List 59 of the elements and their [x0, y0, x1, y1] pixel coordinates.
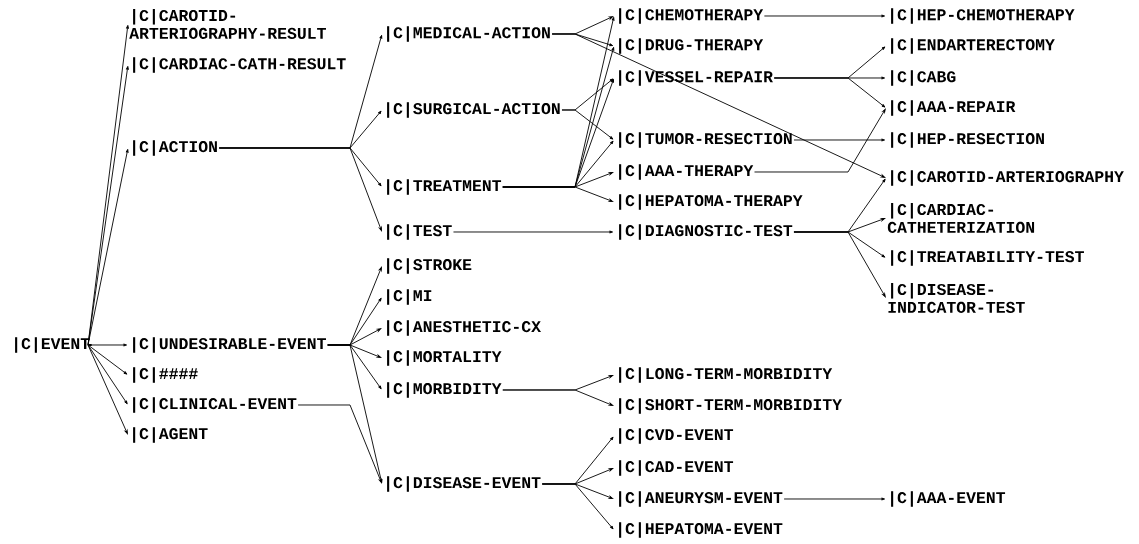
arrow — [793, 138, 886, 142]
arrow — [218, 147, 382, 232]
class-label: |C|CAROTID- ARTERIOGRAPHY-RESULT — [129, 9, 326, 39]
class-label: |C|SHORT-TERM-MORBIDITY — [619, 398, 842, 414]
class-label: |C|EVENT — [15, 337, 90, 353]
class-label: |C|ANEURYSM-EVENT — [619, 491, 783, 507]
arrow — [502, 389, 614, 406]
class-label: |C|UNDESIRABLE-EVENT — [133, 337, 326, 353]
arrow — [551, 33, 886, 178]
class-label: |C|CABG — [891, 70, 956, 86]
class-label: |C|CARDIAC-CATH-RESULT — [133, 57, 346, 73]
arrow — [87, 344, 128, 375]
arrow — [793, 231, 886, 298]
class-label: |C|MORBIDITY — [387, 382, 502, 398]
class-label: |C|CHEMOTHERAPY — [619, 8, 764, 24]
class-label: |C|STROKE — [387, 258, 472, 274]
class-label: |C|CLINICAL-EVENT — [133, 397, 297, 413]
class-label: |C|DRUG-THERAPY — [619, 38, 764, 54]
arrow — [783, 497, 886, 501]
class-label: |C|CARDIAC- CATHETERIZATION — [887, 203, 1035, 233]
class-label: |C|TEST — [387, 224, 452, 240]
class-label: |C|ACTION — [133, 140, 217, 156]
arrow — [541, 483, 614, 530]
arrow — [502, 186, 614, 202]
class-label: |C|MEDICAL-ACTION — [387, 26, 550, 42]
class-label: |C|CAROTID-ARTERIOGRAPHY — [891, 170, 1124, 186]
class-label: |C|ENDARTERECTOMY — [891, 38, 1055, 54]
class-label: |C|HEP-CHEMOTHERAPY — [891, 8, 1075, 24]
class-label: |C|CAD-EVENT — [619, 460, 734, 476]
class-label: |C|SURGICAL-ACTION — [387, 102, 560, 118]
arrow — [87, 344, 128, 405]
class-label: |C|MORTALITY — [387, 350, 502, 366]
class-label: |C|LONG-TERM-MORBIDITY — [619, 367, 833, 383]
class-label: |C|AAA-EVENT — [891, 491, 1006, 507]
arrow — [754, 108, 886, 173]
class-label: |C|CVD-EVENT — [619, 428, 734, 444]
class-label: |C|TREATMENT — [387, 179, 502, 195]
class-label: |C|TUMOR-RESECTION — [619, 132, 792, 148]
class-label: |C|AGENT — [133, 427, 208, 443]
class-label: |C|DISEASE- INDICATOR-TEST — [888, 283, 1025, 313]
class-label: |C|TREATABILITY-TEST — [891, 250, 1084, 266]
arrow — [561, 109, 614, 140]
class-label: |C|DIAGNOSTIC-TEST — [619, 224, 793, 240]
class-label: |C|#### — [133, 367, 198, 383]
class-label: |C|HEPATOMA-EVENT — [619, 522, 783, 538]
arrow — [763, 14, 886, 18]
arrow — [453, 230, 614, 234]
arrow — [327, 344, 383, 484]
arrow — [87, 344, 128, 435]
class-label: |C|AAA-REPAIR — [891, 100, 1016, 116]
class-label: |C|HEP-RESECTION — [891, 132, 1044, 148]
class-label: |C|HEPATOMA-THERAPY — [619, 194, 803, 210]
arrow — [297, 404, 382, 484]
class-label: |C|MI — [387, 289, 432, 305]
class-label: |C|AAA-THERAPY — [619, 164, 754, 180]
arrow — [87, 148, 129, 346]
arrow — [773, 77, 886, 108]
class-label: |C|ANESTHETIC-CX — [387, 320, 541, 336]
class-label: |C|DISEASE-EVENT — [387, 476, 541, 492]
